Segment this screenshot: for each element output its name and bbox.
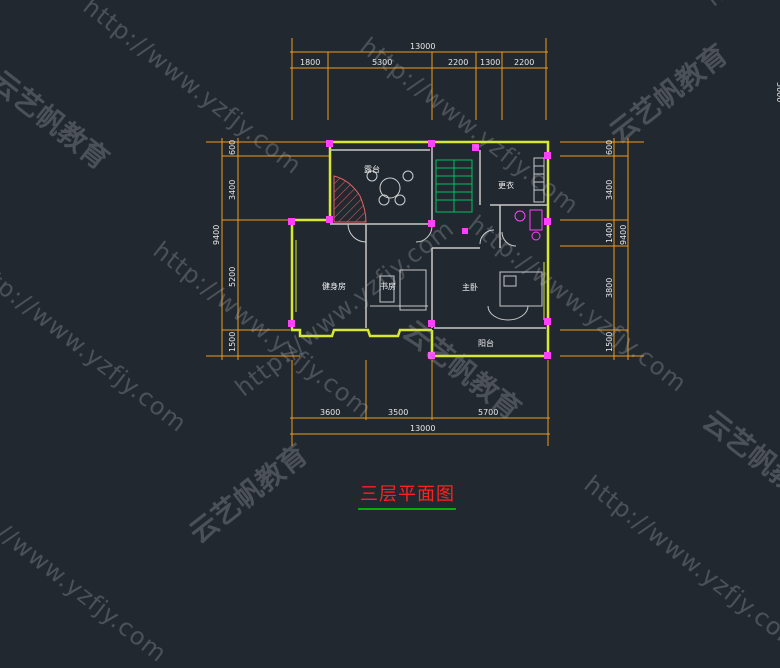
right-dimension-lines: [560, 138, 644, 360]
top-dimension-lines: [290, 38, 548, 120]
top-total-dimension: 13000: [410, 42, 435, 51]
left-total-dimension: 9400: [212, 225, 221, 245]
top-segment-3: 2200: [448, 58, 468, 67]
right-segment-3: 1400: [605, 223, 614, 243]
right-segment-5: 1500: [605, 332, 614, 352]
top-segment-2: 5300: [372, 58, 392, 67]
bathroom-fixtures: [514, 209, 543, 241]
left-dimension-lines: [206, 138, 330, 360]
bottom-segment-2: 3500: [388, 408, 408, 417]
windows: [291, 240, 549, 320]
terrace-planter: [333, 175, 367, 223]
right-segment-1: 600: [605, 140, 614, 155]
room-label-master-bedroom: 主卧: [462, 282, 478, 292]
top-segment-1: 1800: [300, 58, 320, 67]
top-segment-5: 2200: [514, 58, 534, 67]
bottom-segment-3: 5700: [478, 408, 498, 417]
edge-partial-dimension: 5000: [775, 82, 780, 102]
left-segment-3: 5200: [228, 267, 237, 287]
room-label-terrace: 露台: [364, 164, 380, 174]
top-segment-4: 1300: [480, 58, 500, 67]
bottom-segment-1: 3600: [320, 408, 340, 417]
left-segment-2: 3400: [228, 180, 237, 200]
study-furniture: [370, 269, 428, 311]
room-label-dressing: 更衣: [498, 180, 514, 190]
floor-plan-canvas: 13000 1800 5300 2200 1300 2200 3600 3500…: [206, 38, 780, 446]
terrace-table-set: [366, 170, 414, 206]
room-label-balcony: 阳台: [478, 338, 494, 348]
exterior-walls: [290, 140, 550, 358]
left-segment-4: 1500: [228, 332, 237, 352]
room-label-gym: 健身房: [322, 281, 346, 291]
room-label-study: 书房: [380, 281, 396, 291]
dressing-wardrobe: [533, 157, 545, 203]
right-total-dimension: 9400: [619, 225, 628, 245]
structural-columns: [288, 140, 551, 359]
doors: [347, 223, 517, 247]
bottom-dimension-lines: [290, 360, 550, 446]
master-bed: [487, 271, 543, 321]
interior-walls: [330, 146, 548, 329]
title-underline: [358, 508, 456, 510]
right-segment-4: 3800: [605, 278, 614, 298]
drawing-title: 三层平面图: [360, 484, 455, 505]
left-segment-1: 600: [228, 140, 237, 155]
right-segment-2: 3400: [605, 180, 614, 200]
staircase: [435, 159, 473, 213]
bottom-total-dimension: 13000: [410, 424, 435, 433]
